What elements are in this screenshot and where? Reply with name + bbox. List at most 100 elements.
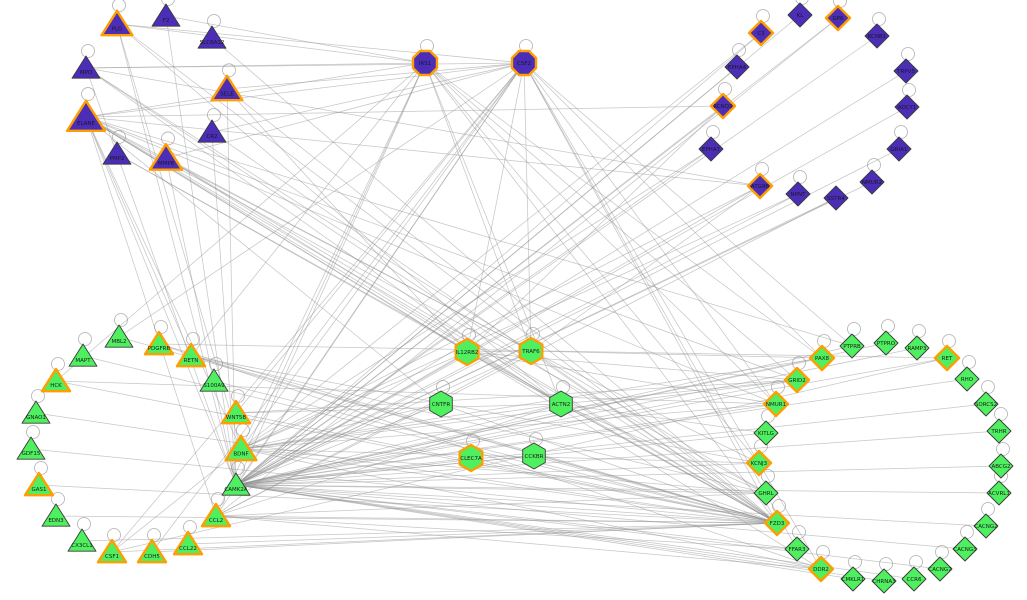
edge-layer bbox=[30, 14, 1002, 582]
node-PDGFRB[interactable]: PDGFRB bbox=[143, 330, 175, 356]
node-shape-GRID2 bbox=[783, 366, 811, 394]
node-CLEC7A[interactable]: CLEC7A bbox=[458, 443, 484, 473]
edge-SELE-CSF2 bbox=[226, 62, 525, 90]
node-shape-CAMK2A bbox=[221, 472, 251, 496]
self-loop-ABCG2 bbox=[996, 442, 1010, 456]
node-MBL2[interactable]: MBL2 bbox=[104, 324, 134, 348]
node-shape-KCNJ3 bbox=[745, 449, 773, 477]
node-CCL22[interactable]: CCL22 bbox=[172, 530, 204, 556]
node-shape-MBL2 bbox=[104, 324, 134, 348]
node-shape-SELE bbox=[210, 74, 244, 102]
node-PMP2[interactable]: PMP2 bbox=[102, 141, 132, 165]
self-loop-ATG9B bbox=[755, 162, 769, 176]
node-shape-NMUR2 bbox=[859, 169, 885, 195]
node-MPO[interactable]: MPO bbox=[71, 55, 101, 79]
node-DDR2[interactable]: DDR2 bbox=[807, 555, 835, 583]
node-CCKBR[interactable]: CCKBR bbox=[522, 442, 546, 470]
node-shape-EPHA4 bbox=[724, 54, 750, 80]
edge-ELANE-FZD3 bbox=[85, 116, 778, 524]
node-RHO[interactable]: RHO bbox=[954, 366, 980, 392]
self-loop-CMKLR1 bbox=[848, 555, 862, 569]
node-CACNG3[interactable]: CACNG3 bbox=[952, 536, 978, 562]
node-CACNG2[interactable]: CACNG2 bbox=[973, 513, 999, 539]
edge-PLG-CAMK2A bbox=[116, 23, 237, 486]
node-CX3CL1[interactable]: CX3CL1 bbox=[67, 528, 97, 552]
node-F2[interactable]: F2 bbox=[151, 3, 181, 27]
node-KCNB1[interactable]: KCNB1 bbox=[864, 23, 890, 49]
node-MAPT[interactable]: MAPT bbox=[68, 343, 98, 367]
node-ACVRL1[interactable]: ACVRL1 bbox=[986, 480, 1012, 506]
node-GRIA1[interactable]: GRIA1 bbox=[886, 136, 912, 162]
node-CHRNA3[interactable]: CHRNA3 bbox=[871, 568, 897, 594]
node-EDN3[interactable]: EDN3 bbox=[41, 503, 71, 527]
node-GP6[interactable]: GP6 bbox=[824, 4, 852, 32]
node-shape-CDH5 bbox=[136, 538, 168, 564]
node-RAMP3[interactable]: RAMP3 bbox=[904, 335, 930, 361]
self-loop-EDN3 bbox=[51, 492, 65, 506]
node-CSF1[interactable]: CSF1 bbox=[96, 538, 128, 564]
node-CACNG7[interactable]: CACNG7 bbox=[927, 556, 953, 582]
node-CMKLR1[interactable]: CMKLR1 bbox=[840, 566, 866, 592]
node-SSTR4[interactable]: SSTR4 bbox=[823, 185, 849, 211]
node-NPNT[interactable]: NPNT bbox=[785, 181, 811, 207]
node-TRHR[interactable]: TRHR bbox=[986, 418, 1012, 444]
edge-MPO-ACTN2 bbox=[85, 67, 562, 405]
node-PTPRO[interactable]: PTPRO bbox=[873, 330, 899, 356]
node-IRS1[interactable]: IRS1 bbox=[411, 49, 439, 77]
edge-TRAF6-PAX8 bbox=[530, 350, 823, 359]
edge-PLG-ACTN2 bbox=[116, 23, 562, 405]
node-KL[interactable]: KL bbox=[787, 2, 813, 28]
edge-BDNF-DDR2 bbox=[240, 448, 822, 570]
node-IL12RB2[interactable]: IL12RB2 bbox=[454, 337, 480, 367]
node-shape-FZD3 bbox=[763, 509, 791, 537]
self-loop-RET bbox=[942, 334, 956, 348]
node-GAS1[interactable]: GAS1 bbox=[23, 471, 55, 497]
node-CNTFR[interactable]: CNTFR bbox=[429, 390, 453, 418]
edge-CSF2-NMUR1 bbox=[523, 62, 777, 405]
node-PTPRB[interactable]: PTPRB bbox=[839, 333, 865, 359]
node-FFAR3[interactable]: FFAR3 bbox=[784, 536, 810, 562]
node-C3[interactable]: C3 bbox=[747, 19, 775, 47]
node-ADCY1[interactable]: ADCY1 bbox=[894, 94, 920, 120]
node-shape-GHRL bbox=[753, 480, 779, 506]
node-GDF15[interactable]: GDF15 bbox=[16, 436, 46, 460]
node-TRPV5[interactable]: TRPV5 bbox=[893, 58, 919, 84]
node-shape-CMKLR1 bbox=[840, 566, 866, 592]
node-GRID2[interactable]: GRID2 bbox=[783, 366, 811, 394]
node-CDH5[interactable]: CDH5 bbox=[136, 538, 168, 564]
edge-IRS1-CAMK2A bbox=[235, 62, 426, 486]
self-loop-EPHA7 bbox=[706, 125, 720, 139]
node-KITLG[interactable]: KITLG bbox=[753, 420, 779, 446]
node-S100A9[interactable]: S100A9 bbox=[199, 368, 229, 392]
edge-CAMK2A-ATG9B bbox=[235, 185, 761, 486]
self-loop-WNT5B bbox=[231, 389, 245, 403]
node-TRAF6[interactable]: TRAF6 bbox=[518, 336, 544, 366]
node-GNAO1[interactable]: GNAO1 bbox=[21, 400, 51, 424]
edge-FZD3-RETN bbox=[190, 355, 778, 524]
node-RET[interactable]: RET bbox=[933, 344, 961, 372]
edge-ELANE-RETN bbox=[85, 116, 192, 357]
node-CSF2[interactable]: CSF2 bbox=[510, 49, 538, 77]
node-shape-KL bbox=[787, 2, 813, 28]
node-shape-SLC6A12 bbox=[197, 25, 227, 49]
edge-FZD3-PDGFRB bbox=[158, 343, 778, 524]
node-shape-TRPV5 bbox=[893, 58, 919, 84]
edge-ELANE-KCNQ3 bbox=[85, 105, 724, 118]
node-KCNJ3[interactable]: KCNJ3 bbox=[745, 449, 773, 477]
edge-PMP2-FZD3 bbox=[116, 153, 778, 524]
node-PLG[interactable]: PLG bbox=[100, 9, 134, 37]
node-EPHA7[interactable]: EPHA7 bbox=[698, 136, 724, 162]
node-CCR6[interactable]: CCR6 bbox=[901, 566, 927, 592]
edge-CAMK2A-DDR2 bbox=[235, 484, 822, 570]
edge-CAMK2A-C3 bbox=[235, 32, 762, 486]
edge-IRS1-NMUR1 bbox=[424, 62, 777, 405]
node-ABCG2[interactable]: ABCG2 bbox=[988, 453, 1014, 479]
node-shape-C3 bbox=[747, 19, 775, 47]
self-loop-CAMK2A bbox=[231, 461, 245, 475]
node-NMUR2[interactable]: NMUR2 bbox=[859, 169, 885, 195]
self-loop-CACNG7 bbox=[935, 545, 949, 559]
edge-CAMK2A-RHO bbox=[235, 378, 968, 486]
self-loop-RAMP3 bbox=[912, 324, 926, 338]
node-CCL2[interactable]: CCL2 bbox=[200, 502, 232, 528]
